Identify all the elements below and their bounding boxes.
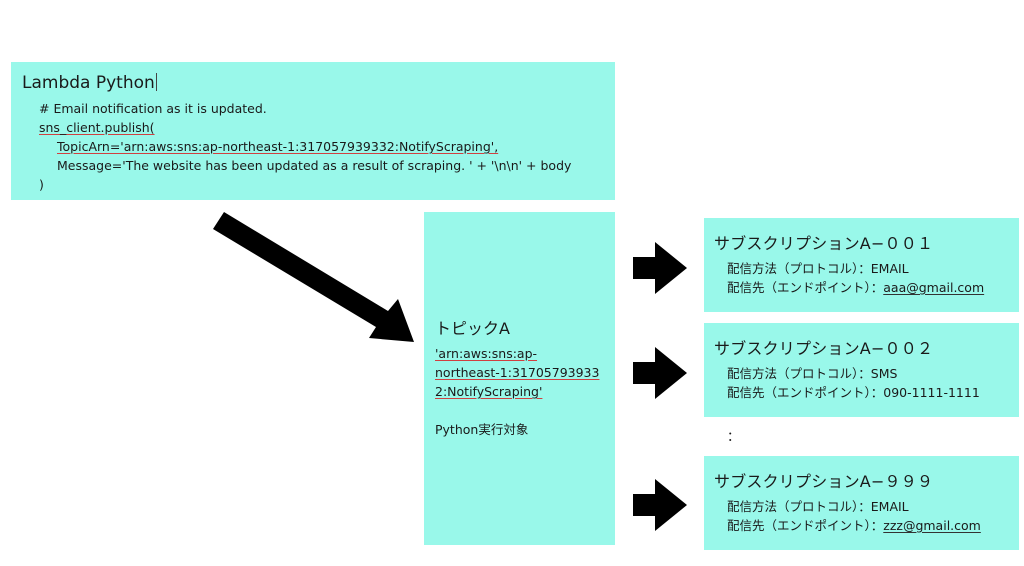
subscription-endpoint: 配信先（エンドポイント）：aaa@gmail.com	[727, 280, 985, 295]
subscription-a-999-box: サブスクリプションA−９９９ 配信方法（プロトコル）：EMAIL 配信先（エンド…	[704, 456, 1019, 550]
endpoint-email: zzz@gmail.com	[883, 518, 981, 533]
code-comment: # Email notification as it is updated.	[39, 101, 267, 116]
subscription-title: サブスクリプションA−９９９	[714, 472, 934, 491]
endpoint-phone: 090-1111-1111	[883, 385, 980, 400]
arrow-to-subscription-999	[633, 479, 687, 531]
code-close-paren: )	[39, 177, 44, 192]
subscription-title: サブスクリプションA−００２	[714, 339, 934, 358]
topic-arn-line: 2:NotifyScraping'	[435, 384, 543, 399]
subscription-method: 配信方法（プロトコル）：SMS	[727, 366, 898, 381]
lambda-code: # Email notification as it is updated. s…	[22, 99, 615, 194]
topic-target-note: Python実行対象	[435, 422, 529, 437]
ellipsis-marker: ：	[727, 430, 741, 445]
subscription-title: サブスクリプションA−００１	[714, 234, 934, 253]
code-topic-arn: TopicArn='arn:aws:sns:ap-northeast-1:317…	[57, 139, 499, 154]
topic-a-box: トピックA 'arn:aws:sns:ap- northeast-1:31705…	[424, 212, 615, 545]
subscription-endpoint: 配信先（エンドポイント）：090-1111-1111	[727, 385, 980, 400]
arrow-to-subscription-002	[633, 347, 687, 399]
topic-arn: 'arn:aws:sns:ap- northeast-1:31705793933…	[435, 344, 615, 401]
subscription-endpoint: 配信先（エンドポイント）：zzz@gmail.com	[727, 518, 981, 533]
subscription-a-002-box: サブスクリプションA−００２ 配信方法（プロトコル）：SMS 配信先（エンドポイ…	[704, 323, 1019, 417]
subscription-method: 配信方法（プロトコル）：EMAIL	[727, 499, 909, 514]
lambda-title: Lambda Python	[22, 73, 157, 93]
code-message: Message='The website has been updated as…	[57, 158, 572, 173]
subscription-a-001-box: サブスクリプションA−００１ 配信方法（プロトコル）：EMAIL 配信先（エンド…	[704, 218, 1019, 312]
code-publish-call: sns_client.publish(	[39, 120, 155, 135]
endpoint-email: aaa@gmail.com	[883, 280, 985, 295]
arrow-to-subscription-001	[633, 242, 687, 294]
arrow-lambda-to-topic	[213, 212, 414, 342]
topic-title: トピックA	[435, 319, 510, 338]
text-cursor	[155, 73, 157, 91]
subscription-method: 配信方法（プロトコル）：EMAIL	[727, 261, 909, 276]
topic-arn-line: 'arn:aws:sns:ap-	[435, 346, 538, 361]
lambda-python-box: Lambda Python # Email notification as it…	[11, 62, 615, 200]
topic-arn-line: northeast-1:31705793933	[435, 365, 600, 380]
